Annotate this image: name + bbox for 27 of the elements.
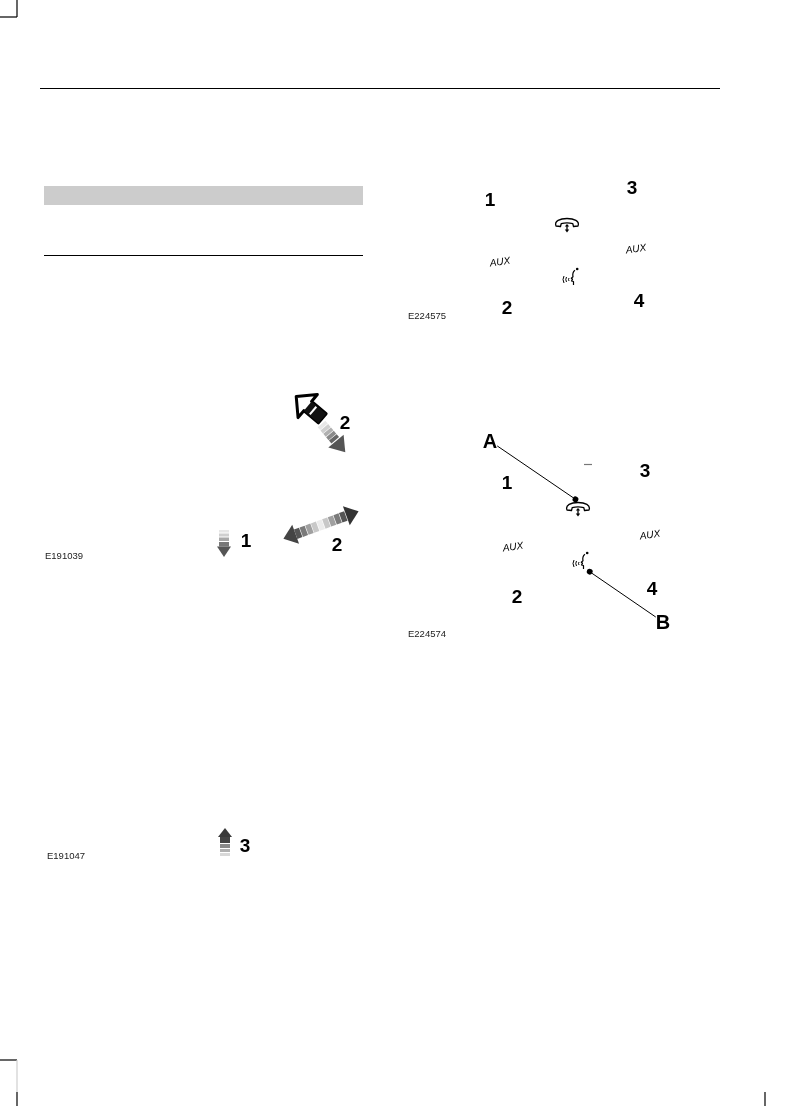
callout-number: 4 bbox=[646, 578, 658, 598]
phone-icon bbox=[564, 501, 592, 517]
aux-label: AUX bbox=[625, 242, 647, 256]
callout-letter: A bbox=[482, 431, 498, 451]
callout-number: 3 bbox=[239, 835, 251, 855]
figure-code: E191047 bbox=[47, 851, 86, 861]
callout-number: 2 bbox=[339, 412, 351, 432]
aux-label: AUX bbox=[489, 255, 511, 269]
callout-number: 2 bbox=[331, 534, 343, 554]
callout-number: 3 bbox=[626, 177, 638, 197]
leader-line bbox=[586, 568, 657, 618]
callout-number: 1 bbox=[484, 189, 496, 209]
callout-number: 2 bbox=[501, 297, 513, 317]
callout-letter: B bbox=[655, 612, 671, 632]
callout-number: 2 bbox=[511, 586, 523, 606]
callout-number: 1 bbox=[240, 530, 252, 550]
voice-icon bbox=[571, 550, 589, 570]
figure-code: E224575 bbox=[408, 311, 447, 321]
figure-code: E191039 bbox=[45, 551, 84, 561]
callout-number: 1 bbox=[501, 472, 513, 492]
leader-line bbox=[496, 445, 579, 503]
figure-code: E224574 bbox=[408, 629, 447, 639]
callout-number: 3 bbox=[639, 460, 651, 480]
aux-label: AUX bbox=[639, 528, 661, 542]
aux-label: AUX bbox=[502, 540, 524, 554]
callout-number: 4 bbox=[633, 290, 645, 310]
heading-bar bbox=[44, 186, 363, 205]
